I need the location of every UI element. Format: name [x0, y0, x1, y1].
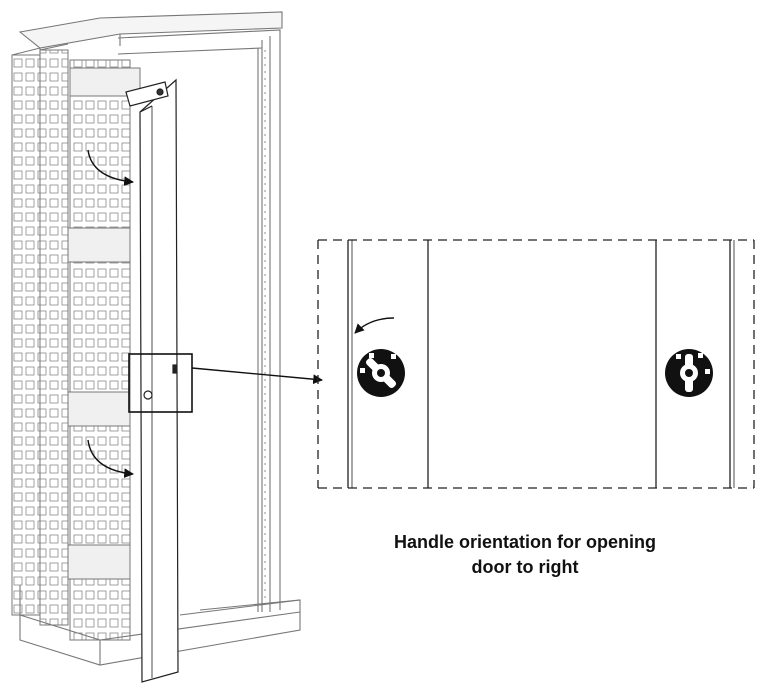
detail-leader-line — [191, 367, 323, 385]
cable-manager — [11, 43, 141, 641]
swing-arrow-bottom — [87, 439, 134, 479]
caption-line-1: Handle orientation for opening — [394, 532, 656, 552]
rack-door — [125, 78, 179, 683]
figure-caption: Handle orientation for opening door to r… — [330, 530, 720, 580]
caption-line-2: door to right — [471, 557, 579, 577]
detail-callout-box — [128, 353, 193, 413]
right-handle-icon — [665, 349, 713, 397]
left-handle-icon — [357, 349, 405, 397]
swing-arrow-top — [87, 149, 134, 187]
rotation-arrow-icon — [354, 317, 395, 334]
detail-view — [317, 239, 755, 489]
rack-frame — [18, 11, 301, 666]
